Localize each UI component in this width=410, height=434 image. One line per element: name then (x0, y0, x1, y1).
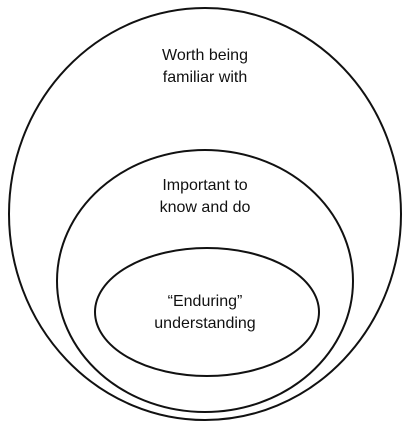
outer-ring-label-line-1: Worth being (162, 47, 248, 64)
middle-ellipse (56, 149, 354, 413)
inner-ring-label-line-1: “Enduring” (167, 293, 243, 310)
middle-ring-label: Important to know and do (110, 175, 300, 219)
inner-ring-label: “Enduring” understanding (112, 291, 298, 335)
middle-ring-label-line-2: know and do (159, 199, 251, 216)
inner-ring-label-line-2: understanding (154, 315, 256, 332)
middle-ring-label-line-1: Important to (162, 177, 248, 194)
outer-ring-label: Worth being familiar with (105, 45, 305, 89)
outer-ellipse (8, 7, 402, 421)
outer-ring-label-line-2: familiar with (162, 69, 248, 86)
inner-ellipse (94, 247, 320, 377)
